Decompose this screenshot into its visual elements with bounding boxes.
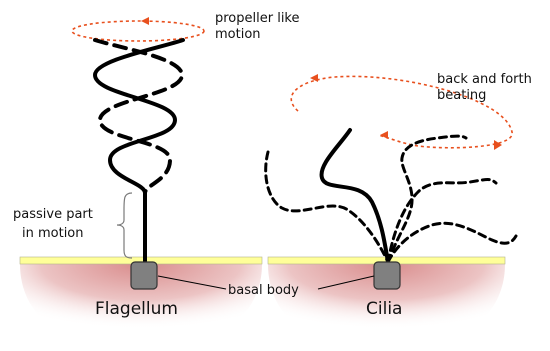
beating-arrowhead-c bbox=[380, 131, 388, 139]
flagellum-helix-front bbox=[95, 40, 183, 262]
propeller-label-line1: propeller like bbox=[215, 11, 300, 26]
propeller-arrowhead-icon bbox=[141, 17, 149, 25]
cilium-dashed-2 bbox=[388, 180, 496, 263]
back-forth-label-line1: back and forth bbox=[437, 72, 532, 87]
basal-body-label: basal body bbox=[228, 283, 299, 298]
cilium-dashed-3 bbox=[388, 223, 516, 262]
propeller-label-line2: motion bbox=[215, 27, 261, 42]
back-forth-label-line2: beating bbox=[437, 88, 486, 103]
cilia-title: Cilia bbox=[366, 299, 402, 319]
basal-body-right-icon bbox=[374, 262, 400, 289]
passive-part-brace-icon bbox=[117, 193, 132, 258]
flagellum-title: Flagellum bbox=[95, 299, 178, 319]
cilium-dashed-4 bbox=[388, 136, 466, 262]
beating-arrowhead-b bbox=[494, 140, 502, 150]
basal-body-left-icon bbox=[131, 262, 157, 289]
passive-part-label-line1: passive part bbox=[13, 207, 93, 222]
cilium-dashed-1 bbox=[266, 152, 388, 262]
passive-part-label-line2: in motion bbox=[22, 226, 84, 241]
propeller-motion-arrow-icon bbox=[72, 21, 204, 41]
